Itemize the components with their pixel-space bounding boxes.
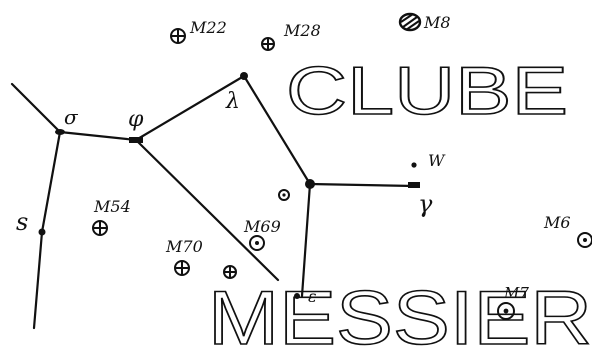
label-m70: M70 <box>165 237 203 256</box>
title-clube: CLUBE <box>286 53 568 129</box>
line-s-south <box>34 232 42 328</box>
label-lambda: λ <box>225 89 240 114</box>
star-s <box>39 229 46 236</box>
label-phi: φ <box>128 107 144 132</box>
line-sigma-phi <box>60 132 136 140</box>
m70-symbol <box>175 261 189 275</box>
label-m22: M22 <box>189 18 227 37</box>
line-sigma-s <box>42 132 60 232</box>
label-m28: M28 <box>283 21 321 40</box>
star-delta <box>305 179 315 189</box>
m54-symbol <box>93 221 107 235</box>
star-lambda <box>240 72 248 80</box>
label-m69: M69 <box>243 217 281 236</box>
line-delta-gamma <box>310 184 414 186</box>
star-sigma <box>55 129 65 135</box>
title-messier: MESSIER <box>208 276 592 354</box>
line-phi-southeast <box>136 140 278 280</box>
label-s: s <box>16 208 28 236</box>
star-w <box>411 162 416 167</box>
label-sigma: σ <box>64 105 79 129</box>
star-gamma <box>408 182 420 188</box>
m28-symbol <box>262 38 274 50</box>
label-m54: M54 <box>93 197 131 216</box>
line-edge-west <box>12 84 60 132</box>
m22-symbol <box>171 29 185 43</box>
label-gamma: γ <box>418 190 433 218</box>
m8-symbol <box>400 14 420 30</box>
label-m6: M6 <box>543 213 571 232</box>
label-m8: M8 <box>423 13 451 32</box>
label-w: W <box>428 151 446 170</box>
star-phi <box>129 137 143 143</box>
